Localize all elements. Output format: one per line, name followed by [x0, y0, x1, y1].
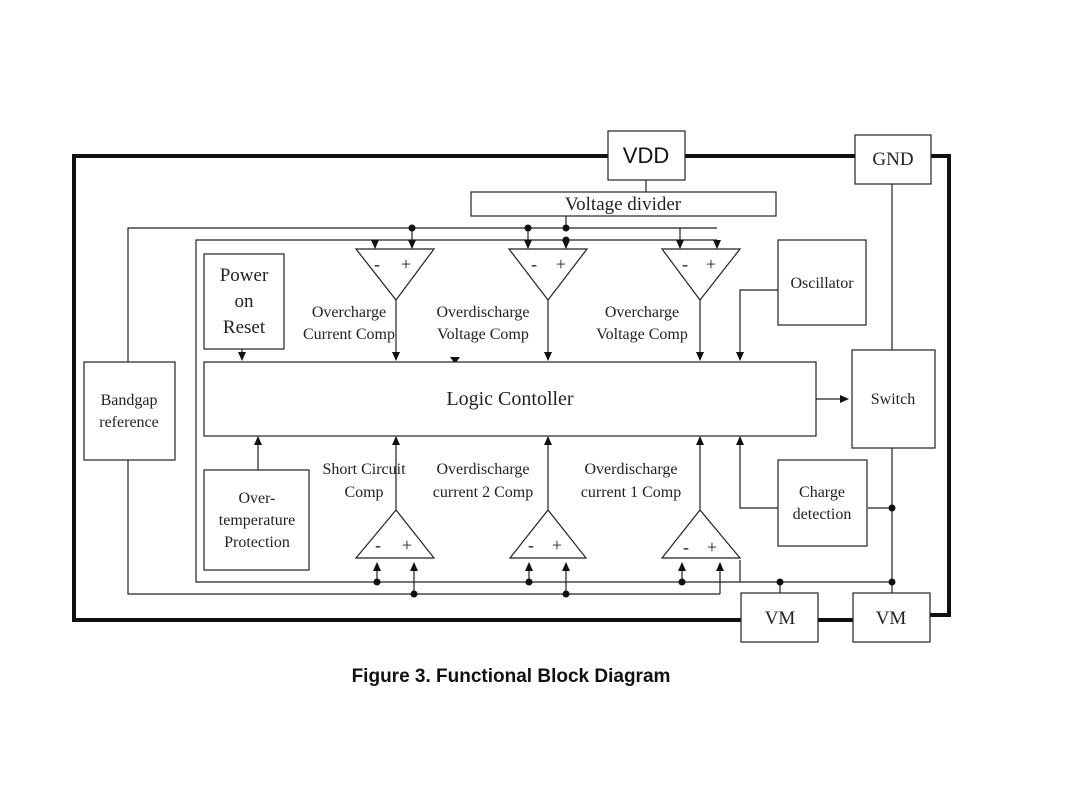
top-comparator-1: - + Overcharge Current Comp: [303, 248, 436, 343]
comparator-label-line1: Overcharge: [312, 304, 386, 321]
charge-detection-label-line2: detection: [793, 506, 852, 523]
por-label-line2: on: [235, 291, 255, 312]
over-temp-label-line1: Over-: [239, 490, 276, 507]
over-temperature-block: Over- temperature Protection: [203, 469, 310, 571]
comparator-label-line2: Voltage Comp: [596, 326, 688, 343]
comparator-label-line2: current 1 Comp: [581, 484, 681, 501]
oscillator-block: Oscillator: [777, 239, 867, 326]
voltage-divider-block: Voltage divider: [470, 191, 777, 217]
vm-right-label: VM: [876, 608, 907, 629]
vm-left-block: VM: [740, 592, 819, 643]
charge-detection-block: Charge detection: [777, 459, 868, 547]
bottom-comparator-1: - + Short Circuit Comp: [322, 461, 436, 559]
gnd-label: GND: [872, 149, 913, 170]
comparator-plus-label: +: [706, 254, 716, 274]
bottom-comparator-3: - + Overdischarge current 1 Comp: [581, 461, 742, 559]
por-label-line1: Power: [220, 265, 269, 286]
bandgap-label-line2: reference: [99, 414, 159, 431]
gnd-block: GND: [854, 134, 932, 185]
comparator-plus-label: +: [401, 254, 411, 274]
bandgap-block: Bandgap reference: [83, 361, 176, 461]
power-rails: [72, 154, 951, 622]
charge-detection-label-line1: Charge: [799, 484, 845, 501]
top-comparator-2: - + Overdischarge Voltage Comp: [437, 248, 589, 343]
comparator-minus-label: -: [682, 254, 688, 274]
bottom-comparator-2: - + Overdischarge current 2 Comp: [433, 461, 588, 559]
over-temp-label-line2: temperature: [219, 512, 295, 529]
switch-block: Switch: [851, 349, 936, 449]
vdd-label: VDD: [623, 143, 669, 168]
power-on-reset-block: Power on Reset: [203, 253, 285, 350]
top-comparator-3: - + Overcharge Voltage Comp: [596, 248, 742, 343]
comparator-label-line2: Current Comp: [303, 326, 395, 343]
comparator-label-line2: Comp: [344, 484, 383, 501]
comparator-plus-label: +: [402, 535, 412, 555]
por-label-line3: Reset: [223, 317, 266, 338]
comparator-label-line2: Voltage Comp: [437, 326, 529, 343]
junction-dots: [373, 224, 896, 598]
comparator-plus-label: +: [556, 254, 566, 274]
vdd-block: VDD: [607, 130, 686, 181]
comparator-minus-label: -: [375, 535, 381, 555]
signal-wiring: [127, 180, 893, 595]
logic-controller-label: Logic Contoller: [446, 388, 574, 410]
vm-right-block: VM: [852, 592, 931, 643]
logic-controller-block: Logic Contoller: [203, 361, 817, 437]
bandgap-label-line1: Bandgap: [101, 392, 158, 409]
vm-left-label: VM: [765, 608, 796, 629]
figure-caption: Figure 3. Functional Block Diagram: [352, 666, 671, 687]
comparator-minus-label: -: [531, 254, 537, 274]
comparator-label-line1: Overdischarge: [585, 461, 678, 478]
comparator-label-line1: Overdischarge: [437, 304, 530, 321]
comparator-plus-label: +: [707, 537, 717, 557]
comparator-label-line2: current 2 Comp: [433, 484, 533, 501]
comparator-label-line1: Short Circuit: [322, 461, 406, 478]
comparator-plus-label: +: [552, 535, 562, 555]
comparator-minus-label: -: [683, 537, 689, 557]
over-temp-label-line3: Protection: [224, 534, 290, 551]
comparator-label-line1: Overdischarge: [437, 461, 530, 478]
switch-label: Switch: [871, 391, 915, 408]
comparator-label-line1: Overcharge: [605, 304, 679, 321]
voltage-divider-label: Voltage divider: [565, 194, 682, 215]
comparator-minus-label: -: [528, 535, 534, 555]
comparator-minus-label: -: [374, 254, 380, 274]
oscillator-label: Oscillator: [790, 275, 854, 292]
